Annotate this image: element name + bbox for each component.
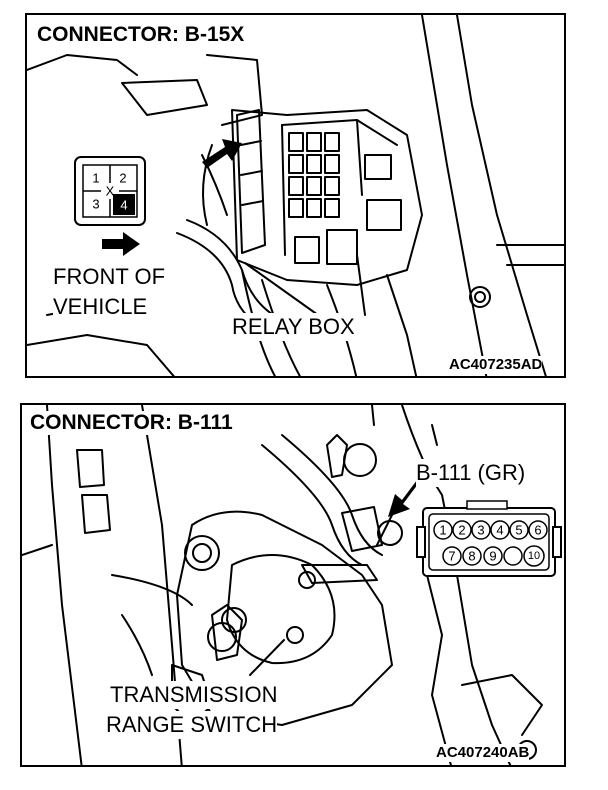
switch-label-line2: RANGE SWITCH (106, 711, 278, 739)
b15x-pin-4: 4 (120, 198, 127, 213)
b111-pin-2: 2 (458, 523, 465, 538)
front-of-vehicle-line2: VEHICLE (53, 293, 148, 321)
b111-pin-4: 4 (496, 523, 503, 538)
transmission-range-switch-drawing: 1 2 3 4 5 6 7 8 9 10 (22, 405, 562, 765)
switch-label-line1: TRANSMISSION (110, 681, 278, 709)
b111-connector-face: 1 2 3 4 5 6 7 8 9 10 (416, 500, 562, 577)
b15x-pin-2: 2 (119, 171, 126, 186)
b111-pin-8: 8 (468, 549, 475, 564)
connector-pointer-arrow (202, 139, 242, 168)
b111-connector-label: B-111 (GR) (416, 459, 526, 487)
b111-pin-7: 7 (448, 549, 455, 564)
b15x-connector-face: 1 2 3 4 X (74, 156, 146, 226)
connector-b111-panel: 1 2 3 4 5 6 7 8 9 10 CONNECTOR: B-111 B-… (20, 403, 566, 767)
b15x-pin-1: 1 (92, 171, 99, 186)
b111-title: CONNECTOR: B-111 (28, 411, 235, 435)
b111-pin-3: 3 (477, 523, 484, 538)
figure-code-top: AC407235AD (449, 356, 543, 374)
relay-box-label: RELAY BOX (232, 313, 355, 341)
front-direction-arrow (102, 232, 140, 256)
connector-b15x-panel: 1 2 3 4 X CONNECTOR: B-15X FRONT OF VEHI… (25, 13, 566, 378)
b111-pin-9: 9 (489, 549, 496, 564)
b111-pointer-arrow (388, 480, 418, 517)
b111-pin-5: 5 (515, 523, 522, 538)
b111-pin-10: 10 (528, 550, 540, 562)
front-of-vehicle-line1: FRONT OF (53, 263, 166, 291)
b15x-title: CONNECTOR: B-15X (35, 23, 247, 47)
b111-pin-1: 1 (439, 523, 446, 538)
b15x-mark: X (106, 184, 115, 199)
b111-pin-6: 6 (534, 523, 541, 538)
b15x-pin-3: 3 (92, 197, 99, 212)
figure-code-bottom: AC407240AB (436, 744, 530, 762)
